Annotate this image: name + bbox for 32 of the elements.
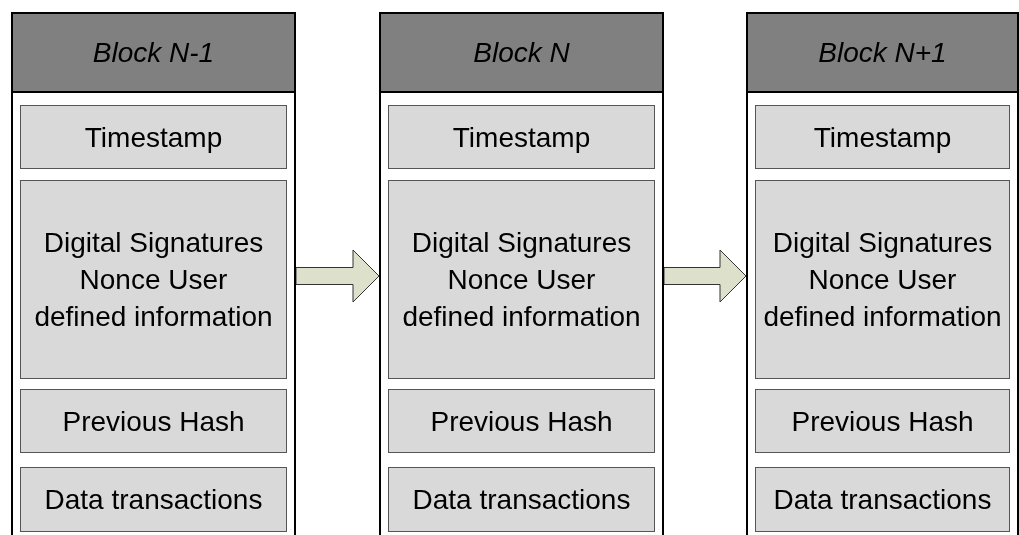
field-label: Digital Signatures Nonce User defined information	[762, 226, 1003, 334]
block-column	[379, 12, 664, 535]
block-title: Block N-1	[92, 36, 215, 69]
block-title: Block N	[473, 36, 570, 69]
field-label: Previous Hash	[62, 404, 245, 439]
field-label: Data transactions	[412, 483, 631, 517]
field-box	[755, 105, 1010, 169]
field-label: Previous Hash	[791, 404, 974, 439]
field-box	[20, 389, 287, 453]
field-label: Timestamp	[452, 120, 591, 155]
field-box	[755, 467, 1010, 532]
field-box	[755, 389, 1010, 453]
field-label: Timestamp	[84, 120, 223, 155]
field-label: Digital Signatures Nonce User defined information	[33, 226, 274, 334]
field-box	[20, 105, 287, 169]
block-arrow	[295, 249, 380, 303]
field-label: Data transactions	[773, 483, 992, 517]
field-box	[388, 105, 655, 169]
field-label: Digital Signatures Nonce User defined information	[401, 226, 642, 334]
block-arrow	[663, 249, 747, 303]
field-box	[388, 389, 655, 453]
field-label: Data transactions	[44, 483, 263, 517]
field-box	[388, 180, 655, 379]
field-box	[755, 180, 1010, 379]
field-box	[20, 467, 287, 532]
field-box	[388, 467, 655, 532]
block-column	[746, 12, 1019, 535]
block-column	[11, 12, 296, 535]
field-label: Previous Hash	[430, 404, 613, 439]
field-box	[20, 180, 287, 379]
field-label: Timestamp	[813, 120, 952, 155]
block-title: Block N+1	[818, 36, 947, 69]
